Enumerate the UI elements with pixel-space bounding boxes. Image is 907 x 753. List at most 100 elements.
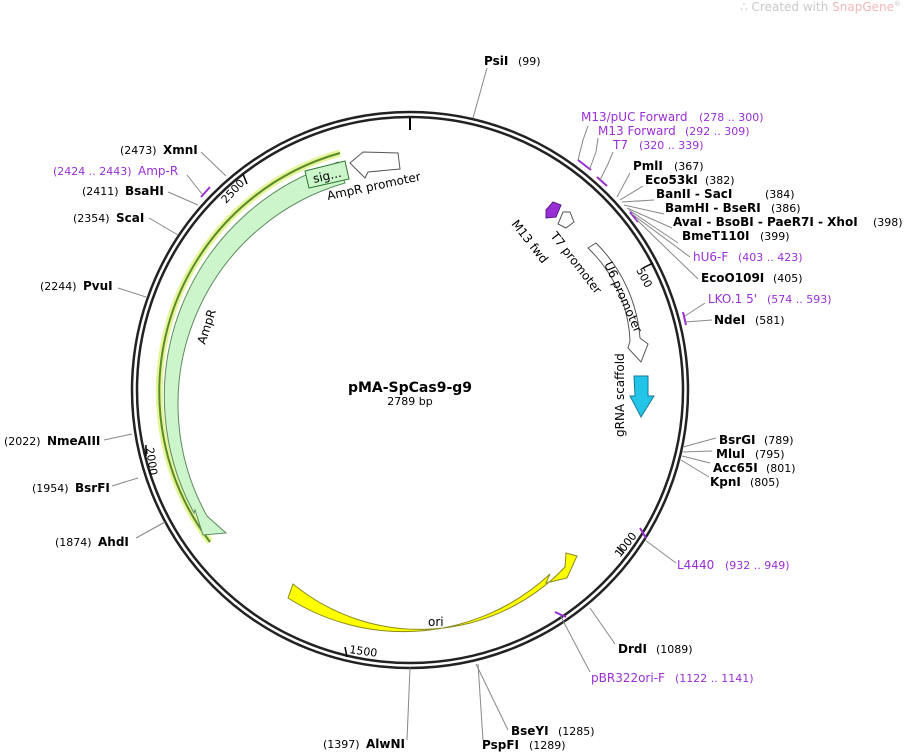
svg-text:BsaHI: BsaHI [125,184,164,198]
svg-text:pBR322ori-F: pBR322ori-F [591,671,665,685]
svg-text:(2473): (2473) [120,144,157,157]
svg-text:AlwNI: AlwNI [366,737,405,751]
svg-text:(805): (805) [750,476,780,489]
enzyme-avai-group[interactable]: AvaI - BsoBI - PaeR7I - XhoI(398) [673,215,903,229]
svg-text:NmeAIII: NmeAIII [47,434,100,448]
enzyme-ndei[interactable]: NdeI(581) [714,313,785,327]
svg-text:(292 .. 309): (292 .. 309) [685,125,750,138]
enzyme-ecoo109i[interactable]: EcoO109I(405) [701,271,803,285]
watermark-mark: ® [894,0,901,8]
primer-hu6-f[interactable]: hU6-F(403 .. 423) [693,250,803,264]
enzyme-alwni[interactable]: (1397)AlwNI [323,737,405,751]
svg-text:(382): (382) [705,174,735,187]
tick-1500: 1500 [344,643,378,660]
sig-segment [304,160,350,189]
m13-fwd-label: M13 fwd [509,217,551,266]
svg-text:LKO.1 5': LKO.1 5' [708,292,757,306]
enzyme-eco53ki[interactable]: Eco53kI(382) [645,173,735,187]
watermark-brand: SnapGene [832,0,894,14]
ampr-arrow [163,161,346,536]
enzyme-bsrfi[interactable]: (1954) BsrFI [32,481,110,495]
t7-promoter-label: T7 promoter [547,228,605,296]
enzyme-pmli[interactable]: PmlI(367) [633,159,704,173]
tick-500: 500 [633,262,655,290]
svg-text:(1285): (1285) [558,725,595,738]
enzyme-acc65i[interactable]: Acc65I (801) [713,461,796,475]
ampr-promoter-arrow [349,151,401,179]
ampr-label: AmpR [195,307,219,345]
enzyme-kpni[interactable]: KpnI (805) [710,475,780,489]
enzyme-bamhi-bseri[interactable]: BamHI - BseRI(386) [665,201,801,215]
backbone-inner [135,115,685,665]
svg-text:BmeT110I: BmeT110I [682,229,750,243]
svg-text:(795): (795) [755,448,785,461]
svg-text:(99): (99) [518,55,541,68]
svg-text:(789): (789) [764,434,794,447]
grna-scaffold-arrow [629,375,655,419]
enzyme-scai[interactable]: (2354)ScaI [73,211,144,225]
u6-promoter-arrow [587,242,649,363]
svg-text:(581): (581) [755,314,785,327]
svg-text:M13/pUC Forward: M13/pUC Forward [581,110,688,124]
enzyme-nmeaiii[interactable]: (2022) NmeAIII [4,434,100,448]
svg-text:BsrFI: BsrFI [75,481,110,495]
m13-fwd-arrow [545,201,562,219]
watermark-prefix: Created with [751,0,833,14]
primer-m13-forward[interactable]: M13 Forward (292 .. 309) [598,124,750,138]
svg-text:KpnI: KpnI [710,475,741,489]
enzyme-bmet110i[interactable]: BmeT110I (399) [682,229,790,243]
svg-text:(2022): (2022) [4,435,41,448]
plasmid-name: pMA-SpCas9-g9 [348,380,472,396]
primer-l4440[interactable]: L4440(932 .. 949) [677,558,790,572]
enzyme-ahdi[interactable]: (1874) AhdI [55,535,129,549]
ori-label: ori [428,615,444,629]
svg-text:BamHI - BseRI: BamHI - BseRI [665,201,761,215]
grna-scaffold-label: gRNA scaffold [613,353,627,437]
svg-text:500: 500 [633,265,654,290]
enzyme-psii[interactable]: PsiI(99) [484,54,541,68]
t7-promoter-arrow [557,211,575,229]
svg-text:BsrGI: BsrGI [719,433,756,447]
plasmid-length: 2789 bp [387,395,432,408]
primer-pbr322ori-f[interactable]: pBR322ori-F(1122 .. 1141) [591,671,754,685]
svg-text:(2424 .. 2443): (2424 .. 2443) [53,165,132,178]
primer-t7[interactable]: T7(320 .. 339) [612,138,704,152]
enzyme-pvui[interactable]: (2244)PvuI [40,279,113,293]
svg-text:Amp-R: Amp-R [138,164,178,178]
svg-text:AhdI: AhdI [98,535,129,549]
sig-label: sig... [312,166,343,186]
svg-text:(399): (399) [760,230,790,243]
svg-text:PvuI: PvuI [83,279,113,293]
svg-text:EcoO109I: EcoO109I [701,271,764,285]
enzyme-xmni[interactable]: (2473)XmnI [120,143,198,157]
snapgene-logo-icon: ∴ [740,0,748,14]
svg-text:(1954): (1954) [32,482,69,495]
svg-text:L4440: L4440 [677,558,714,572]
primer-marks [200,159,687,618]
svg-text:2000: 2000 [143,447,160,477]
enzyme-bsahi[interactable]: (2411)BsaHI [82,184,164,198]
tick-2000: 2000 [143,445,160,476]
svg-text:PspFI: PspFI [482,738,519,752]
svg-text:(801): (801) [766,462,796,475]
snapgene-watermark: ∴ Created with SnapGene® [740,0,901,14]
primer-m13-puc-forward[interactable]: M13/pUC Forward(278 .. 300) [581,110,764,124]
primer-amp-r[interactable]: (2424 .. 2443) Amp-R [53,164,178,178]
enzyme-bsrgi[interactable]: BsrGI (789) [719,433,794,447]
svg-text:(1874): (1874) [55,536,92,549]
svg-text:MluI: MluI [716,447,745,461]
ori-arrow [287,552,578,633]
ampr-highlight-line [158,152,341,543]
svg-text:ScaI: ScaI [116,211,144,225]
enzyme-drdi[interactable]: DrdI(1089) [618,642,693,656]
enzyme-banii-saci[interactable]: BanII - SacI(384) [656,187,795,201]
enzyme-mlui[interactable]: MluI (795) [716,447,785,461]
svg-text:PmlI: PmlI [633,159,663,173]
svg-text:(1089): (1089) [656,643,693,656]
enzyme-pspfi[interactable]: PspFI(1289) [482,738,566,752]
primer-lko1-5[interactable]: LKO.1 5'(574 .. 593) [708,292,832,306]
svg-text:Acc65I: Acc65I [713,461,758,475]
enzyme-bseyi[interactable]: BseYI(1285) [511,724,595,738]
svg-text:M13 Forward: M13 Forward [598,124,676,138]
